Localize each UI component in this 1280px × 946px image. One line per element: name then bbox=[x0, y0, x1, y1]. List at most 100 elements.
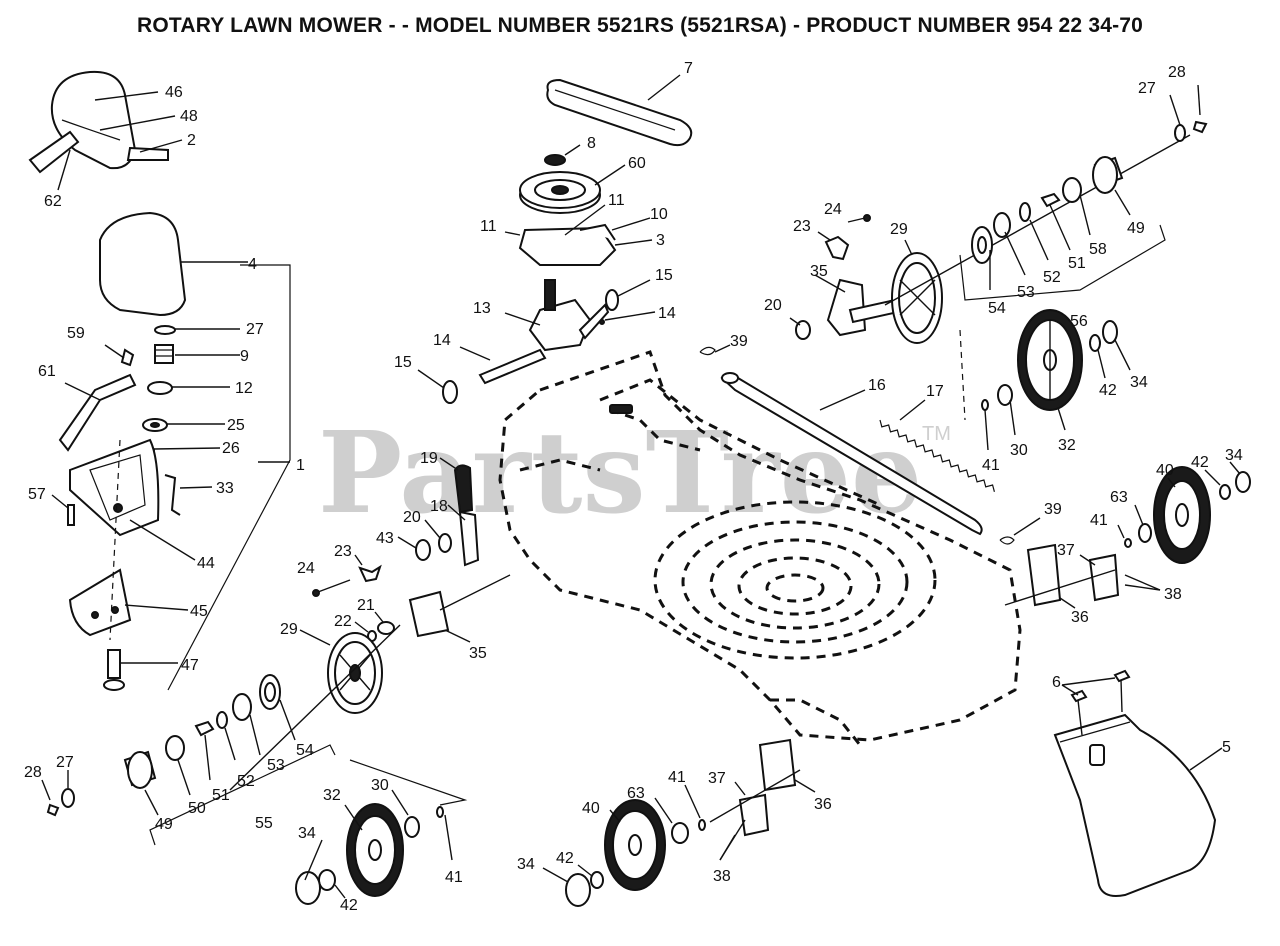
label-20-upper: 20 bbox=[764, 297, 782, 314]
label-41-right: 41 bbox=[1090, 512, 1108, 529]
label-53-right: 53 bbox=[1017, 284, 1035, 301]
label-63-right: 63 bbox=[1110, 489, 1128, 506]
label-15-upper: 15 bbox=[655, 267, 673, 284]
label-36-right: 36 bbox=[1071, 609, 1089, 626]
label-3: 3 bbox=[656, 232, 665, 249]
front-right-wheel bbox=[1004, 461, 1251, 609]
label-54-left: 54 bbox=[296, 742, 314, 759]
label-12: 12 bbox=[235, 380, 253, 397]
trademark-mark: TM bbox=[922, 423, 951, 445]
label-4: 4 bbox=[248, 256, 257, 273]
label-62: 62 bbox=[44, 193, 62, 210]
label-14-right: 14 bbox=[658, 305, 676, 322]
label-52-left: 52 bbox=[237, 773, 255, 790]
label-28-right: 28 bbox=[1168, 64, 1186, 81]
label-32-lower: 32 bbox=[323, 787, 341, 804]
label-23-upper: 23 bbox=[793, 218, 811, 235]
label-24-upper: 24 bbox=[824, 201, 842, 218]
label-60: 60 bbox=[628, 155, 646, 172]
label-54-right: 54 bbox=[988, 300, 1006, 317]
label-57: 57 bbox=[28, 486, 46, 503]
label-11-right: 11 bbox=[608, 192, 625, 209]
label-29-lower: 29 bbox=[280, 621, 298, 638]
label-59: 59 bbox=[67, 325, 85, 342]
diagram-title: ROTARY LAWN MOWER - - MODEL NUMBER 5521R… bbox=[136, 14, 1144, 37]
label-14-left: 14 bbox=[433, 332, 451, 349]
rear-flap bbox=[1053, 669, 1223, 897]
right-gear-stack bbox=[959, 84, 1208, 301]
label-44: 44 bbox=[197, 555, 215, 572]
label-5: 5 bbox=[1222, 739, 1231, 756]
label-49-left: 49 bbox=[155, 816, 173, 833]
handle-grip bbox=[28, 70, 183, 191]
label-55: 55 bbox=[255, 815, 273, 832]
label-27-right: 27 bbox=[1138, 80, 1156, 97]
label-8: 8 bbox=[587, 135, 596, 152]
label-11-left: 11 bbox=[480, 218, 497, 235]
rear-right-wheel bbox=[959, 309, 1131, 451]
label-15-lower: 15 bbox=[394, 354, 412, 371]
label-39-lower: 39 bbox=[1044, 501, 1062, 518]
label-28-left: 28 bbox=[24, 764, 42, 781]
label-29-upper: 29 bbox=[890, 221, 908, 238]
label-17: 17 bbox=[926, 383, 944, 400]
label-42-upper: 42 bbox=[1099, 382, 1117, 399]
label-6: 6 bbox=[1052, 674, 1061, 691]
label-33: 33 bbox=[216, 480, 234, 497]
label-35-lower: 35 bbox=[469, 645, 487, 662]
bag-mount-assembly bbox=[51, 211, 291, 691]
label-61: 61 bbox=[38, 363, 56, 380]
height-lever bbox=[229, 457, 511, 791]
label-48: 48 bbox=[180, 108, 198, 125]
label-32-upper: 32 bbox=[1058, 437, 1076, 454]
label-38-right: 38 bbox=[1164, 586, 1182, 603]
label-26: 26 bbox=[222, 440, 240, 457]
label-7: 7 bbox=[684, 60, 693, 77]
label-41-upper: 41 bbox=[982, 457, 1000, 474]
label-51-right: 51 bbox=[1068, 255, 1086, 272]
label-34-upper: 34 bbox=[1130, 374, 1148, 391]
label-50: 50 bbox=[188, 800, 206, 817]
label-41-lower: 41 bbox=[445, 869, 463, 886]
part-labels: 46 48 2 62 4 27 9 12 25 26 59 61 1 33 57… bbox=[24, 60, 1243, 914]
label-56: 56 bbox=[1070, 313, 1088, 330]
label-58: 58 bbox=[1089, 241, 1107, 258]
label-37-right: 37 bbox=[1057, 542, 1075, 559]
label-40-right: 40 bbox=[1156, 462, 1174, 479]
label-27: 27 bbox=[246, 321, 264, 338]
drive-pulley bbox=[519, 144, 626, 214]
label-34-front: 34 bbox=[517, 856, 535, 873]
label-37-left: 37 bbox=[708, 770, 726, 787]
rear-left-wheel bbox=[295, 759, 468, 905]
label-34-lower: 34 bbox=[298, 825, 316, 842]
label-19: 19 bbox=[420, 450, 438, 467]
label-13: 13 bbox=[473, 300, 491, 317]
right-height-adjuster bbox=[789, 134, 1191, 344]
label-40-left: 40 bbox=[582, 800, 600, 817]
label-36-left: 36 bbox=[814, 796, 832, 813]
label-18: 18 bbox=[430, 498, 448, 515]
label-27-left: 27 bbox=[56, 754, 74, 771]
label-41-front: 41 bbox=[668, 769, 686, 786]
label-46: 46 bbox=[165, 84, 183, 101]
label-24-lower: 24 bbox=[297, 560, 315, 577]
label-23-lower: 23 bbox=[334, 543, 352, 560]
label-20-lower: 20 bbox=[403, 509, 421, 526]
label-63-left: 63 bbox=[627, 785, 645, 802]
front-left-wheel bbox=[542, 738, 816, 907]
label-38-left: 38 bbox=[713, 868, 731, 885]
label-22: 22 bbox=[334, 613, 352, 630]
mower-deck bbox=[498, 350, 1022, 746]
label-45: 45 bbox=[190, 603, 208, 620]
label-9: 9 bbox=[240, 348, 249, 365]
label-1: 1 bbox=[296, 457, 305, 474]
adjuster-rod bbox=[699, 344, 1041, 545]
label-34-right: 34 bbox=[1225, 447, 1243, 464]
label-21: 21 bbox=[357, 597, 375, 614]
left-gear-stack bbox=[41, 674, 336, 846]
label-53-left: 53 bbox=[267, 757, 285, 774]
label-49-right: 49 bbox=[1127, 220, 1145, 237]
label-30-upper: 30 bbox=[1010, 442, 1028, 459]
label-10: 10 bbox=[650, 206, 668, 223]
